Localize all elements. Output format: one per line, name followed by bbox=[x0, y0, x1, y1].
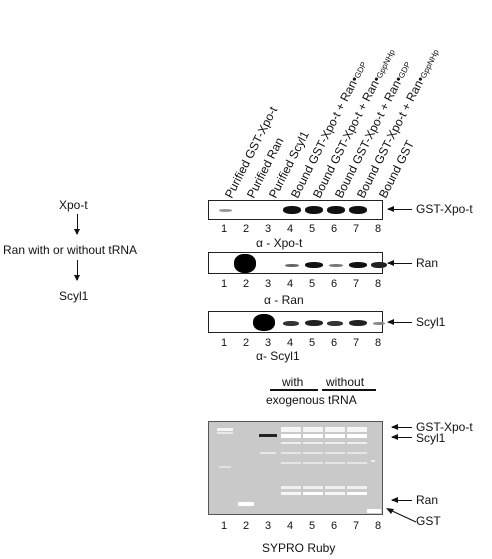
band bbox=[285, 264, 299, 267]
arrow-gel-gst bbox=[386, 508, 417, 523]
gel-band bbox=[367, 509, 381, 513]
band bbox=[329, 264, 343, 267]
arrow-gel-ran bbox=[391, 497, 412, 503]
arrow-gel-gstxpot bbox=[391, 424, 412, 430]
gel-band bbox=[325, 434, 345, 438]
group-with-label: with bbox=[282, 375, 304, 389]
band bbox=[234, 254, 256, 273]
band bbox=[283, 206, 301, 214]
gel-label-ran: Ran bbox=[416, 493, 439, 507]
gel-band bbox=[303, 434, 323, 438]
gel-band bbox=[303, 442, 323, 444]
band bbox=[219, 209, 232, 212]
blot-scyl1 bbox=[208, 311, 385, 333]
flow-step-ran: Ran with or without tRNA bbox=[3, 243, 138, 257]
gel-band bbox=[281, 452, 301, 454]
arrow-scyl1 bbox=[387, 319, 412, 325]
gel-band bbox=[325, 462, 345, 464]
band bbox=[349, 320, 367, 326]
band bbox=[305, 206, 323, 214]
gel-band bbox=[260, 452, 276, 454]
arrow-gel-scyl1 bbox=[391, 434, 412, 440]
gel-band bbox=[347, 486, 367, 489]
gel-band bbox=[281, 492, 301, 495]
blot-ran bbox=[208, 252, 387, 274]
gel-band bbox=[347, 452, 367, 454]
gel-band bbox=[371, 460, 375, 462]
gel-label-scyl1: Scyl1 bbox=[416, 431, 446, 445]
band bbox=[327, 321, 343, 326]
gel-band bbox=[347, 427, 367, 432]
gel-band bbox=[325, 492, 345, 495]
gel-label-gstxpot: GST-Xpo-t bbox=[416, 420, 473, 434]
band bbox=[305, 320, 323, 326]
gel-band bbox=[347, 492, 367, 495]
gel-band bbox=[217, 432, 233, 434]
band bbox=[283, 321, 299, 326]
band bbox=[349, 262, 367, 268]
gel-band bbox=[303, 486, 323, 489]
antibody-ran: α - Ran bbox=[264, 293, 304, 307]
gel-band bbox=[281, 427, 301, 432]
lane-numbers-2: 1 2 3 4 5 6 7 8 bbox=[220, 278, 382, 290]
group-with-bar bbox=[270, 389, 318, 391]
gel-band bbox=[219, 466, 231, 468]
arrow-ran bbox=[387, 260, 412, 266]
gel-band bbox=[347, 434, 367, 438]
stain-label: SYPRO Ruby bbox=[262, 541, 336, 555]
gel-band bbox=[217, 428, 233, 431]
flow-arrow-1 bbox=[74, 214, 80, 235]
gel-band bbox=[303, 452, 323, 454]
blot-xpot bbox=[208, 200, 383, 220]
sypro-gel bbox=[208, 421, 383, 515]
lane-numbers-4: 1 2 3 4 5 6 7 8 bbox=[220, 520, 382, 532]
band bbox=[305, 262, 323, 268]
lane-labels: Purified GST-Xpo-t Purified Ran Purified… bbox=[214, 0, 492, 200]
band bbox=[327, 206, 345, 214]
group-without-bar bbox=[322, 389, 376, 391]
gel-band bbox=[238, 502, 254, 506]
gel-band bbox=[281, 462, 301, 464]
band bbox=[373, 322, 385, 325]
gel-band bbox=[303, 462, 323, 464]
band bbox=[371, 262, 387, 268]
band bbox=[253, 314, 275, 331]
antibody-xpot: α - Xpo-t bbox=[256, 236, 303, 250]
gel-label-gst: GST bbox=[416, 514, 441, 528]
antibody-scyl1: α- Scyl1 bbox=[256, 349, 300, 363]
flow-step-xpot: Xpo-t bbox=[59, 198, 88, 212]
gel-band bbox=[281, 486, 301, 489]
band bbox=[349, 206, 367, 214]
gel-band bbox=[325, 486, 345, 489]
gel-band bbox=[347, 462, 367, 464]
gel-band bbox=[325, 442, 345, 444]
label-ran: Ran bbox=[416, 256, 439, 270]
gel-band bbox=[281, 434, 301, 438]
arrow-gstxpot bbox=[387, 206, 412, 212]
lane-numbers-3: 1 2 3 4 5 6 7 8 bbox=[220, 337, 382, 349]
group-without-label: without bbox=[326, 375, 365, 389]
gel-band bbox=[325, 427, 345, 432]
flow-arrow-2 bbox=[74, 260, 80, 281]
label-gstxpot: GST-Xpo-t bbox=[416, 202, 473, 216]
gel-band bbox=[325, 452, 345, 454]
lane-numbers-1: 1 2 3 4 5 6 7 8 bbox=[220, 223, 382, 235]
gel-band bbox=[259, 434, 277, 437]
group-caption: exogenous tRNA bbox=[266, 393, 357, 407]
gel-band bbox=[347, 442, 367, 444]
gel-band bbox=[303, 492, 323, 495]
label-scyl1: Scyl1 bbox=[416, 315, 446, 329]
gel-band bbox=[303, 427, 323, 432]
flow-step-scyl1: Scyl1 bbox=[59, 289, 89, 303]
gel-band bbox=[281, 442, 301, 444]
